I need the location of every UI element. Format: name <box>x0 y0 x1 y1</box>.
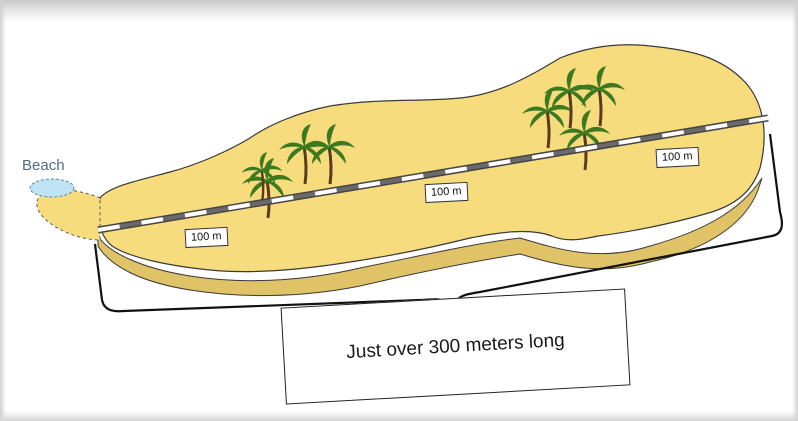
total-length-text: Just over 300 meters long <box>345 329 566 363</box>
segment-3-label: 100 m <box>655 146 700 169</box>
top-edge-shadow <box>0 0 798 22</box>
total-length-callout: Just over 300 meters long <box>280 288 631 405</box>
segment-1-label: 100 m <box>184 226 229 249</box>
bottom-edge-shadow <box>0 411 798 421</box>
scale-bar-segments-dark <box>97 116 769 232</box>
island-shadow-shape <box>97 177 763 297</box>
island-shape <box>97 44 765 273</box>
beach-area-shape <box>36 189 101 241</box>
beach-label: Beach <box>22 157 65 174</box>
segment-2-label: 100 m <box>424 181 469 204</box>
left-edge-shadow <box>0 0 6 421</box>
right-edge-shadow <box>792 0 798 421</box>
beach-water-shape <box>29 178 75 198</box>
